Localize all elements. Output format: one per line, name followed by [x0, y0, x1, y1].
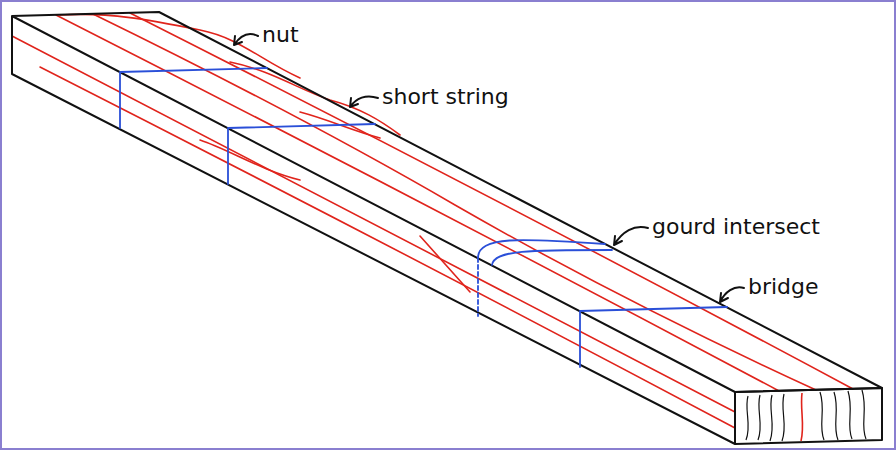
end-grain [746, 390, 866, 441]
position-marks [120, 68, 727, 367]
wood-grain [12, 13, 853, 428]
part-label: short string [382, 86, 509, 108]
part-label: bridge [748, 276, 819, 298]
leader-arrows [234, 34, 744, 302]
part-label: gourd intersect [652, 216, 820, 238]
part-label: nut [262, 24, 299, 46]
end-grain-red [801, 393, 803, 441]
stick-outline [12, 12, 882, 444]
